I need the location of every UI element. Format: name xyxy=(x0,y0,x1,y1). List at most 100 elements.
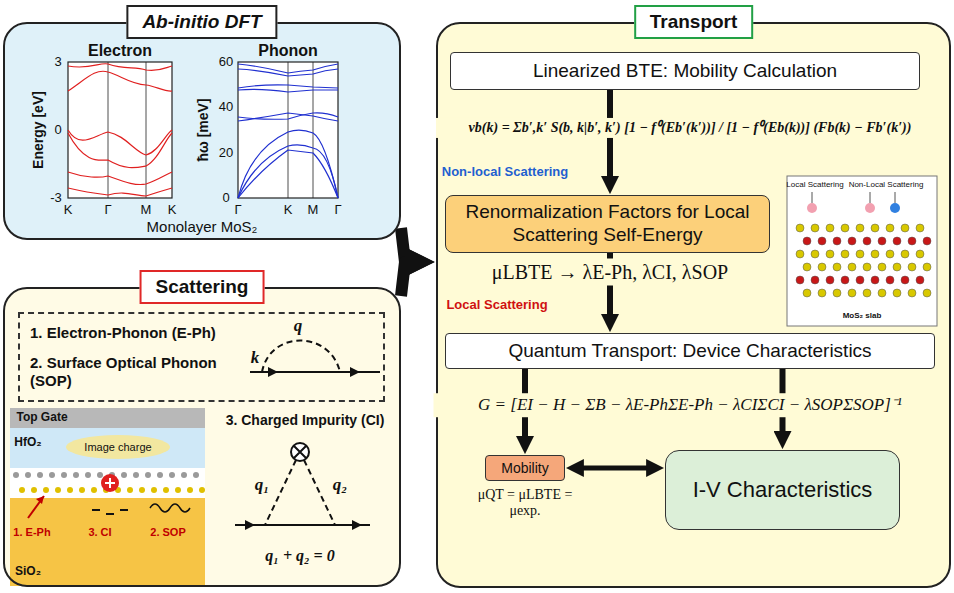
atom xyxy=(841,276,849,284)
atom xyxy=(833,263,841,271)
charged-impurity-diagram xyxy=(235,443,370,530)
mechanism-label: 1. E-Ph xyxy=(13,526,50,539)
atom xyxy=(73,472,79,478)
result-box: I-V Characteristics xyxy=(665,450,900,530)
atom xyxy=(886,276,894,284)
atom xyxy=(796,250,804,258)
atom xyxy=(818,237,826,245)
tick-label: Γ xyxy=(334,203,341,218)
box-text: Mobility xyxy=(501,460,548,477)
box-text: I-V Characteristics xyxy=(693,477,873,503)
atom xyxy=(85,472,91,478)
atom xyxy=(878,237,886,245)
inset-label: Local Scattering xyxy=(786,180,843,189)
atom xyxy=(916,276,924,284)
atom xyxy=(145,472,151,478)
atom xyxy=(856,224,864,232)
panel-title: Ab-initio DFT xyxy=(126,5,277,39)
tick-label: 20 xyxy=(219,146,233,161)
atom xyxy=(923,237,931,245)
equation: vb(k) = Σb′,k′ S(b, k|b′, k′) [1 − f⁰(Eb… xyxy=(436,118,944,138)
atom xyxy=(908,237,916,245)
tick-label: 60 xyxy=(219,55,233,70)
atom xyxy=(803,289,811,297)
equation: q₁ + q₂ = 0 xyxy=(265,547,334,565)
atom xyxy=(818,263,826,271)
atom xyxy=(97,472,103,478)
atom xyxy=(833,289,841,297)
equation: G = [EI − H − ΣB − λE-PhΣE-Ph − λCIΣCI −… xyxy=(434,393,947,417)
atom xyxy=(803,263,811,271)
atom xyxy=(886,224,894,232)
atom xyxy=(923,263,931,271)
atom xyxy=(43,487,49,493)
atom xyxy=(175,487,181,493)
figure-caption: Monolayer MoS₂ xyxy=(147,218,258,235)
atom xyxy=(871,250,879,258)
atom xyxy=(878,289,886,297)
atom xyxy=(908,289,916,297)
panel-fill xyxy=(437,23,950,587)
tick-label: 3 xyxy=(54,55,61,70)
atom xyxy=(133,472,139,478)
atom xyxy=(916,250,924,258)
atom xyxy=(923,289,931,297)
mechanism-label: 2. SOP xyxy=(150,526,185,539)
equation: μQT = μLBTE = μexp. xyxy=(470,487,580,519)
axis-label: Energy [eV] xyxy=(30,91,46,169)
atom xyxy=(127,487,133,493)
atom xyxy=(893,263,901,271)
panel-title: Scattering xyxy=(140,270,265,304)
result-box: Mobility xyxy=(485,455,565,481)
atom xyxy=(811,250,819,258)
atom xyxy=(893,237,901,245)
atom xyxy=(19,487,25,493)
atom xyxy=(121,472,127,478)
atom xyxy=(878,263,886,271)
tick-label: M xyxy=(141,203,152,218)
device-cross-section xyxy=(10,408,205,586)
process-box: Renormalization Factors for Local Scatte… xyxy=(445,195,770,253)
atom xyxy=(31,487,37,493)
inset-label: MoS₂ slab xyxy=(843,311,882,320)
atom xyxy=(91,487,97,493)
atom xyxy=(826,276,834,284)
panel-fill xyxy=(4,288,400,586)
atom xyxy=(811,224,819,232)
mos2-slab-inset xyxy=(787,176,937,326)
atom xyxy=(841,250,849,258)
atom xyxy=(833,237,841,245)
atom xyxy=(826,224,834,232)
box-text: Quantum Transport: Device Characteristic… xyxy=(508,340,871,363)
tick-label: K xyxy=(64,203,73,218)
momentum-label: k xyxy=(251,348,260,368)
inset-label: Non-Local Scattering xyxy=(849,180,924,189)
tick-label: K xyxy=(284,203,293,218)
box-text: 2. Surface Optical Phonon (SOP) xyxy=(30,354,245,390)
atom xyxy=(901,224,909,232)
atom xyxy=(67,487,73,493)
plot-title: Phonon xyxy=(258,42,318,60)
box-text: Renormalization Factors for Local Scatte… xyxy=(460,201,755,247)
atom xyxy=(61,472,67,478)
plot-title: Electron xyxy=(88,42,152,60)
atom xyxy=(841,224,849,232)
atom xyxy=(908,263,916,271)
atom xyxy=(818,289,826,297)
region-label: Image charge xyxy=(84,441,151,454)
atom xyxy=(848,289,856,297)
flow-arrow xyxy=(401,262,410,296)
atom xyxy=(49,472,55,478)
atom xyxy=(199,487,205,493)
atom xyxy=(826,250,834,258)
atom xyxy=(181,472,187,478)
layer-label: SiO₂ xyxy=(15,565,41,579)
electron-band-plot xyxy=(68,62,172,198)
tick-label: K xyxy=(168,203,177,218)
atom xyxy=(79,487,85,493)
box-text: 1. Electron-Phonon (E-Ph) xyxy=(30,324,245,342)
atom xyxy=(13,472,19,478)
scattering-list-box: 1. Electron-Phonon (E-Ph) 2. Surface Opti… xyxy=(18,312,385,402)
atom xyxy=(169,472,175,478)
atom xyxy=(871,224,879,232)
